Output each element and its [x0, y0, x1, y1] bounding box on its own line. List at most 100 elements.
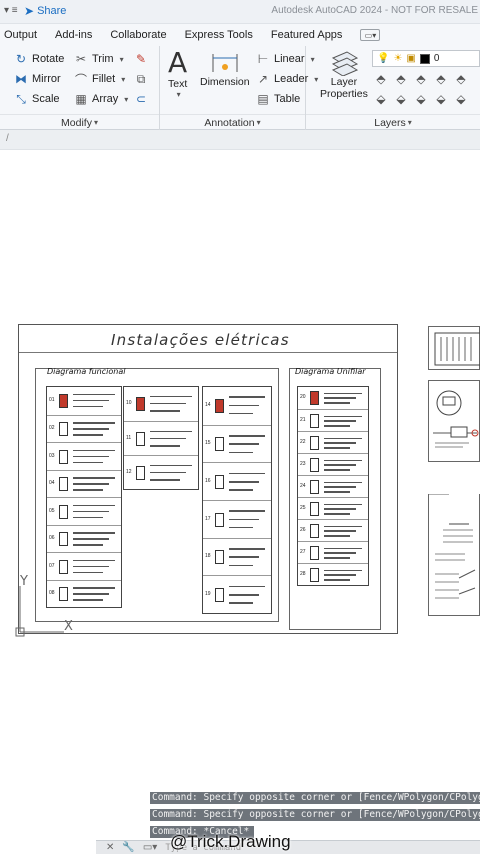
- text-button[interactable]: A Text ▾: [168, 48, 187, 100]
- layer-tool-icon[interactable]: ⬘: [396, 72, 406, 86]
- schematic-symbol: [59, 587, 68, 602]
- fillet-button[interactable]: ⌒ Fillet ▾: [74, 72, 126, 87]
- schematic-symbol: [59, 393, 68, 408]
- wrench-icon[interactable]: 🔧: [122, 842, 135, 853]
- array-button[interactable]: ▦ Array ▾: [74, 92, 128, 106]
- command-prompt-icon[interactable]: ▭▾: [142, 842, 158, 853]
- dimension-button[interactable]: Dimension: [200, 50, 250, 88]
- linear-icon: ⊢: [257, 52, 269, 66]
- layer-tool-icon[interactable]: ⬙: [376, 92, 386, 106]
- schematic-row: 28: [298, 563, 368, 585]
- schematic-row-number: 23: [300, 461, 306, 467]
- schematic-row: 02: [47, 414, 121, 443]
- linear-dropdown-icon[interactable]: ▾: [310, 54, 315, 64]
- trim-button[interactable]: ✂ Trim ▾: [74, 52, 124, 66]
- trim-dropdown-icon[interactable]: ▾: [119, 54, 124, 64]
- scale-button[interactable]: ⤡ Scale: [14, 92, 59, 106]
- schematic-text-line: [73, 399, 109, 402]
- schematic-row: 06: [47, 524, 121, 553]
- layer-tool-icon[interactable]: ⬙: [436, 92, 446, 106]
- layer-tool-icon[interactable]: ⬘: [416, 72, 426, 86]
- layer-tool-icon[interactable]: ⬙: [396, 92, 406, 106]
- schematic-text-line: [73, 532, 115, 534]
- rotate-button[interactable]: ↻ Rotate: [14, 52, 64, 66]
- side-drawing-panel[interactable]: [428, 493, 480, 616]
- schematic-row-number: 10: [126, 400, 132, 406]
- fillet-dropdown-icon[interactable]: ▾: [121, 74, 126, 84]
- modify-panel-footer[interactable]: Modify ▾: [0, 114, 159, 130]
- tab-output[interactable]: Output: [4, 29, 38, 41]
- leader-button[interactable]: ↗ Leader ▾: [256, 72, 318, 86]
- layer-tool-icon[interactable]: ⬙: [416, 92, 426, 106]
- schematic-text-line: [73, 565, 109, 568]
- ribbon-options-icon[interactable]: ▭▾: [360, 29, 381, 41]
- layer-color-swatch: [419, 53, 430, 64]
- command-line-bar: ✕ 🔧 ▭▾ Type a command: [96, 840, 480, 854]
- schematic-symbol: [136, 397, 145, 411]
- text-dropdown-icon: ▾: [176, 90, 181, 99]
- lightbulb-icon: 💡: [377, 53, 390, 64]
- layer-tool-icon[interactable]: ⬘: [436, 72, 446, 86]
- annotation-panel-footer[interactable]: Annotation ▾: [160, 114, 305, 130]
- functional-diagram-frame: [35, 368, 279, 622]
- schematic-row-number: 04: [49, 480, 55, 487]
- fillet-label: Fillet: [92, 73, 116, 85]
- layers-panel: Layer Properties ⬘ ⬘ ⬘ ⬘ ⬘ ⬙ ⬙ ⬙ ⬙ ⬙ Lay…: [306, 46, 480, 130]
- layer-tool-icon[interactable]: ⬘: [376, 72, 386, 86]
- schematic-row-number: 16: [205, 478, 211, 485]
- leader-dropdown-icon[interactable]: ▾: [314, 74, 319, 84]
- schematic-symbol: [215, 512, 224, 527]
- quick-access-dropdown-icon[interactable]: ▾ ≡: [4, 5, 18, 16]
- schematic-text-line: [73, 428, 109, 430]
- schematic-text-line: [150, 479, 180, 481]
- share-button[interactable]: ➤ Share: [24, 4, 66, 18]
- schematic-text-line: [324, 491, 350, 493]
- schematic-row: 14: [203, 387, 271, 425]
- offset-button[interactable]: ⊂: [134, 92, 148, 106]
- layer-properties-button[interactable]: Layer Properties: [320, 50, 368, 100]
- array-dropdown-icon[interactable]: ▾: [124, 94, 129, 104]
- schematic-text-line: [324, 579, 350, 581]
- close-icon[interactable]: ✕: [106, 842, 115, 853]
- schematic-text-line: [324, 447, 350, 449]
- linear-button[interactable]: ⊢ Linear ▾: [256, 52, 315, 66]
- mirror-button[interactable]: ⧓ Mirror: [14, 72, 61, 86]
- schematic-row-number: 08: [49, 590, 55, 597]
- schematic-text-line: [73, 544, 103, 546]
- schematic-text-line: [229, 396, 265, 398]
- schematic-text-line: [73, 434, 103, 436]
- table-icon: ▤: [257, 92, 269, 106]
- table-button[interactable]: ▤ Table: [256, 92, 300, 106]
- drawing-sheet[interactable]: Instalações elétricas Diagrama funcional…: [18, 324, 398, 634]
- erase-button[interactable]: ✎: [134, 52, 148, 66]
- sheet-title: Instalações elétricas: [111, 331, 290, 349]
- schematic-text-line: [73, 477, 115, 479]
- schematic-text-line: [73, 599, 103, 601]
- tab-featured-apps[interactable]: Featured Apps: [270, 29, 343, 41]
- schematic-text-line: [229, 489, 253, 491]
- layer-dropdown[interactable]: 💡 ☀ ▣ 0: [372, 50, 480, 67]
- schematic-text-line: [324, 508, 356, 510]
- schematic-text-line: [324, 415, 362, 417]
- layers-panel-footer[interactable]: Layers ▾: [306, 114, 480, 130]
- command-input[interactable]: Type a command: [165, 842, 242, 853]
- side-drawing-device[interactable]: [428, 326, 480, 370]
- panel-sketch-icon: [429, 493, 476, 599]
- schematic-text-line: [229, 556, 259, 558]
- schematic-text-line: [324, 557, 350, 559]
- tab-express-tools[interactable]: Express Tools: [184, 29, 253, 41]
- schematic-text-line: [324, 513, 350, 515]
- schematic-row-number: 26: [300, 527, 306, 533]
- layer-tool-icon[interactable]: ⬙: [456, 92, 466, 106]
- schematic-text-line: [73, 449, 115, 452]
- tab-collaborate[interactable]: Collaborate: [110, 29, 167, 41]
- tab-add-ins[interactable]: Add-ins: [55, 29, 93, 41]
- schematic-text-line: [324, 547, 362, 549]
- side-drawing-meter[interactable]: [428, 380, 480, 462]
- copy-button[interactable]: ⧉: [134, 72, 148, 86]
- layer-tool-icon[interactable]: ⬘: [456, 72, 466, 86]
- schematic-row-number: 19: [205, 591, 211, 598]
- schematic-row-number: 27: [300, 549, 306, 555]
- unifilar-diagram-title: Diagrama Unifilar: [295, 367, 366, 376]
